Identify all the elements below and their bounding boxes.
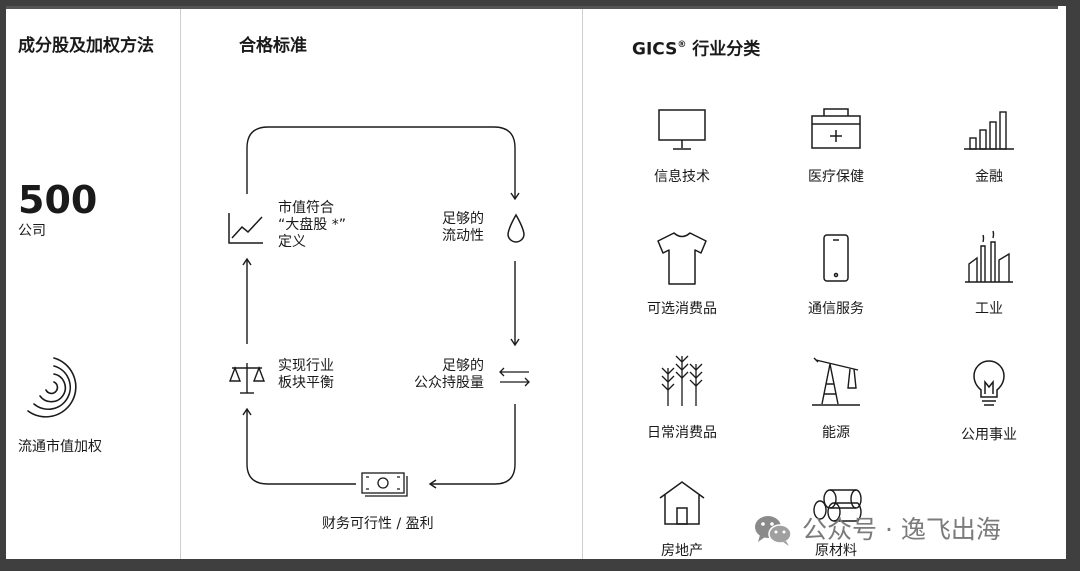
step-liquidity-line2: 流动性 [442, 228, 484, 244]
step-public-float-line1: 足够的 [442, 358, 484, 374]
exchange-arrows-icon [499, 367, 530, 387]
sector-label: 金融 [975, 169, 1003, 185]
sector-label: 可选消费品 [647, 301, 717, 317]
gics-heading-suffix: 行业分类 [686, 39, 761, 60]
cycle-arrow-top [246, 126, 520, 201]
cycle-arrow-bottom-left [242, 407, 356, 485]
sector-label: 信息技术 [654, 169, 710, 185]
bar-chart-icon [964, 111, 1014, 150]
sector-label: 医疗保健 [808, 169, 864, 185]
sector-label: 房地产 [661, 543, 703, 559]
sector-label: 能源 [822, 425, 850, 441]
constituent-count-label: 公司 [18, 223, 46, 239]
step-public-float-line2: 公众持股量 [414, 375, 484, 391]
watermark-text: 公众号 · 逸飞出海 [802, 515, 1001, 544]
sector-label: 通信服务 [808, 301, 864, 317]
top-border [6, 6, 1058, 9]
cycle-arrow-bottom [428, 404, 516, 489]
step-profitability: 财务可行性 / 盈利 [322, 516, 434, 532]
step-market-cap-line1: 市值符合 [278, 200, 334, 216]
banknote-icon [361, 472, 408, 497]
step-sector-balance: 实现行业 板块平衡 [278, 358, 334, 392]
step-sector-balance-line1: 实现行业 [278, 358, 334, 374]
sector-label: 原材料 [815, 543, 857, 559]
step-liquidity: 足够的 流动性 [426, 211, 484, 245]
step-market-cap-line3: 定义 [278, 234, 306, 250]
sector-label: 工业 [975, 301, 1003, 317]
line-chart-icon [228, 213, 263, 244]
method-heading: 成分股及加权方法 [18, 36, 154, 56]
oil-pump-icon [812, 357, 860, 406]
medical-kit-icon [811, 108, 861, 149]
step-public-float: 足够的 公众持股量 [404, 358, 484, 392]
criteria-heading: 合格标准 [239, 36, 307, 56]
logs-icon [813, 489, 862, 522]
constituent-count: 500 [18, 178, 98, 222]
step-market-cap: 市值符合 “大盘股 *” 定义 [278, 200, 346, 251]
wechat-icon [755, 516, 792, 546]
lightbulb-icon [973, 360, 1005, 406]
step-market-cap-line2: “大盘股 *” [278, 217, 346, 233]
balance-scale-icon [228, 363, 266, 394]
sector-label: 公用事业 [961, 427, 1017, 443]
tshirt-icon [657, 232, 707, 285]
column-divider [582, 9, 583, 559]
gics-heading: GICS® 行业分类 [632, 36, 760, 60]
content-card: 成分股及加权方法 500 公司 流通市值加权 合格标准 [6, 6, 1074, 559]
column-divider [180, 9, 181, 559]
weighting-arcs-icon [27, 357, 77, 418]
step-liquidity-line1: 足够的 [442, 211, 484, 227]
right-border [1066, 6, 1074, 559]
factory-icon [965, 230, 1013, 283]
water-drop-icon [507, 213, 525, 243]
weighting-label: 流通市值加权 [18, 439, 102, 455]
wheat-icon [661, 355, 703, 406]
step-sector-balance-line2: 板块平衡 [278, 375, 334, 391]
gics-heading-text: GICS [632, 39, 678, 60]
sector-label: 日常消费品 [647, 425, 717, 441]
criteria-cycle-diagram [228, 126, 530, 497]
registered-mark: ® [677, 40, 687, 50]
smartphone-icon [823, 234, 849, 282]
monitor-icon [658, 109, 706, 150]
house-icon [659, 481, 705, 525]
